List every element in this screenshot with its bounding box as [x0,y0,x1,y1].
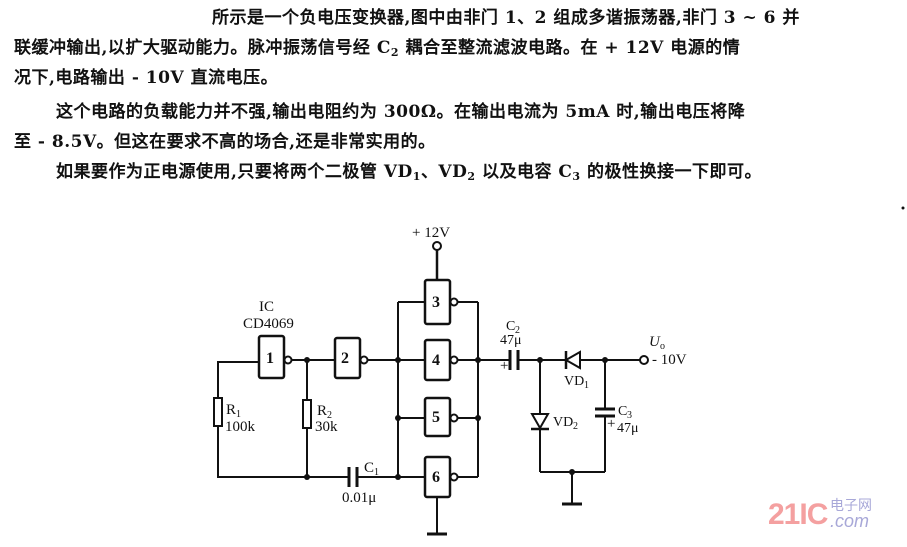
capacitor-c2: C 2 47μ + [500,319,522,374]
ic-label: IC [259,299,274,315]
scan-artifact [901,206,905,210]
svg-text:3: 3 [432,294,440,311]
inverter-gate-4: 4 [423,338,459,382]
svg-text:100k: 100k [225,419,256,435]
supply-terminal: + 12V [412,225,450,280]
output-terminal: U o - 10V [639,334,687,368]
svg-text:2: 2 [327,410,332,421]
svg-text:1: 1 [584,380,589,391]
capacitor-c1: C 1 0.01μ [342,460,379,506]
svg-text:R: R [226,402,236,418]
ground-symbol [427,502,582,536]
junction-dots [304,357,608,480]
svg-text:1: 1 [374,467,379,478]
inverter-gate-5: 5 [423,396,459,438]
svg-text:- 10V: - 10V [652,352,687,368]
svg-text:VD: VD [553,415,573,430]
svg-text:0.01μ: 0.01μ [342,490,376,506]
svg-text:2: 2 [573,421,578,432]
resistor-r1: R 1 100k [213,397,256,435]
inverter-gate-2: 2 [333,336,369,380]
svg-text:30k: 30k [315,419,338,435]
svg-text:6: 6 [432,469,440,486]
svg-text:U: U [649,334,661,350]
svg-text:C: C [364,460,374,476]
watermark-cn: 电子网 [830,497,872,513]
watermark: 21IC 电子网 .com [768,498,872,532]
inverter-gate-6: 6 [423,455,459,499]
paragraph-2-line-1: 这个电路的负载能力并不强,输出电阻约为 300Ω。在输出电流为 5mA 时,输出… [56,102,746,122]
svg-text:R: R [317,403,327,419]
svg-text:5: 5 [432,409,440,426]
paragraph-2-line-2: 至 - 8.5V。但这在要求不高的场合,还是非常实用的。 [14,132,436,152]
paragraph-1-line-2: 联缓冲输出,以扩大驱动能力。脉冲振荡信号经 C2 耦合至整流滤波电路。在 + 1… [14,38,741,59]
capacitor-c3: C 3 + 47μ [595,404,639,436]
inverter-gate-3: 3 [423,278,459,326]
svg-text:1: 1 [236,409,241,420]
diode-vd2: VD 2 [530,413,578,432]
watermark-domain: .com [830,511,870,531]
paragraph-3: 如果要作为正电源使用,只要将两个二极管 VD1、VD2 以及电容 C3 的极性换… [56,162,762,183]
resistor-r2: R 2 30k [302,399,338,435]
svg-text:+: + [607,416,615,432]
svg-text:VD: VD [564,374,584,389]
paragraph-1-line-3: 况下,电路输出 - 10V 直流电压。 [14,68,279,88]
svg-text:47μ: 47μ [500,333,522,348]
supply-label: + 12V [412,225,450,241]
svg-text:1: 1 [266,350,274,367]
svg-text:2: 2 [341,350,349,367]
diode-vd1: VD 1 [563,350,589,391]
svg-text:+: + [500,358,508,374]
svg-text:47μ: 47μ [617,421,639,436]
svg-text:2: 2 [515,325,520,336]
svg-text:4: 4 [432,352,440,369]
paragraph-1-line-1: 所示是一个负电压变换器,图中由非门 1、2 组成多谐振荡器,非门 3 ~ 6 并 [212,8,800,28]
svg-text:C: C [506,319,515,334]
wires [217,301,640,533]
ic-part-number: CD4069 [243,316,294,332]
svg-text:o: o [660,341,665,352]
watermark-brand: 21IC [768,498,828,531]
svg-text:3: 3 [627,410,632,421]
svg-text:C: C [618,404,627,419]
inverter-gate-1: 1 [257,334,293,380]
